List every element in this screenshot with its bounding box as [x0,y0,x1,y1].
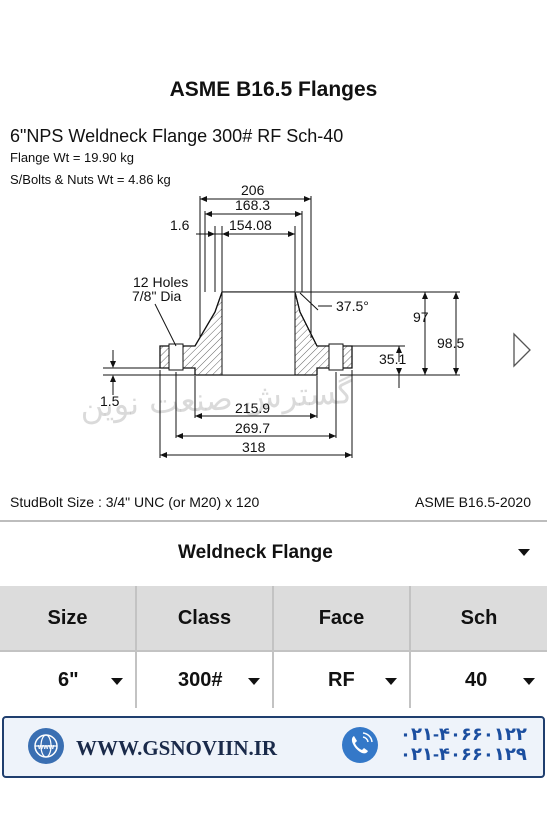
dim-holes-dia: 7/8" Dia [132,288,182,304]
dim-angle: 37.5° [336,298,369,314]
dim-215-9: 215.9 [235,400,270,416]
dim-35-1: 35.1 [379,351,406,367]
caret-down-icon [111,678,123,685]
standard-label: ASME B16.5-2020 [415,494,531,510]
website-link[interactable]: WWW.GSNOVIIN.IR [76,736,278,760]
header-face: Face [274,586,411,650]
face-value: RF [328,669,355,691]
sch-value: 40 [465,669,488,691]
studbolt-size: StudBolt Size : 3/4" UNC (or M20) x 120 [10,494,260,510]
phone-number-2[interactable]: ۰۲۱-۴۰۶۶۰۱۲۹ [400,744,527,764]
flange-weight: Flange Wt = 19.90 kg [10,150,134,165]
dim-269-7: 269.7 [235,420,270,436]
dim-98-5: 98.5 [437,335,464,351]
sch-select[interactable]: 40 [411,650,547,708]
svg-text:www: www [37,744,55,751]
dim-1-6: 1.6 [170,217,190,233]
contact-banner [2,716,545,778]
caret-down-icon [385,678,397,685]
chevron-right-icon[interactable] [508,330,536,370]
dim-1-5: 1.5 [100,393,120,409]
dim-holes-count: 12 Holes [133,274,188,290]
bolts-weight: S/Bolts & Nuts Wt = 4.86 kg [10,172,171,187]
divider [0,520,547,522]
caret-down-icon [248,678,260,685]
phone-numbers: ۰۲۱-۴۰۶۶۰۱۲۲ ۰۲۱-۴۰۶۶۰۱۲۹ [400,724,527,764]
flange-title: 6"NPS Weldneck Flange 300# RF Sch-40 [10,126,344,146]
class-select[interactable]: 300# [137,650,274,708]
dim-206: 206 [241,182,265,198]
class-value: 300# [178,669,223,691]
caret-down-icon[interactable] [518,549,530,556]
globe-icon: www [28,728,64,764]
caret-down-icon [523,678,535,685]
flange-type-label: Weldneck Flange [178,542,333,563]
header-sch: Sch [411,586,547,650]
size-select[interactable]: 6" [0,650,137,708]
page-title: ASME B16.5 Flanges [169,78,378,101]
flange-type-dropdown[interactable] [0,522,547,586]
size-value: 6" [58,669,79,691]
flange-drawing: 206 168.3 1.6 154.08 12 Holes 7/8" Dia 3… [100,182,464,458]
dim-154: 154.08 [229,217,272,233]
dim-168: 168.3 [235,197,270,213]
phone-icon[interactable] [342,727,378,763]
dim-318: 318 [242,439,266,455]
header-class: Class [137,586,274,650]
header-size: Size [0,586,137,650]
dim-97: 97 [413,309,429,325]
phone-number-1[interactable]: ۰۲۱-۴۰۶۶۰۱۲۲ [400,724,527,744]
face-select[interactable]: RF [274,650,411,708]
